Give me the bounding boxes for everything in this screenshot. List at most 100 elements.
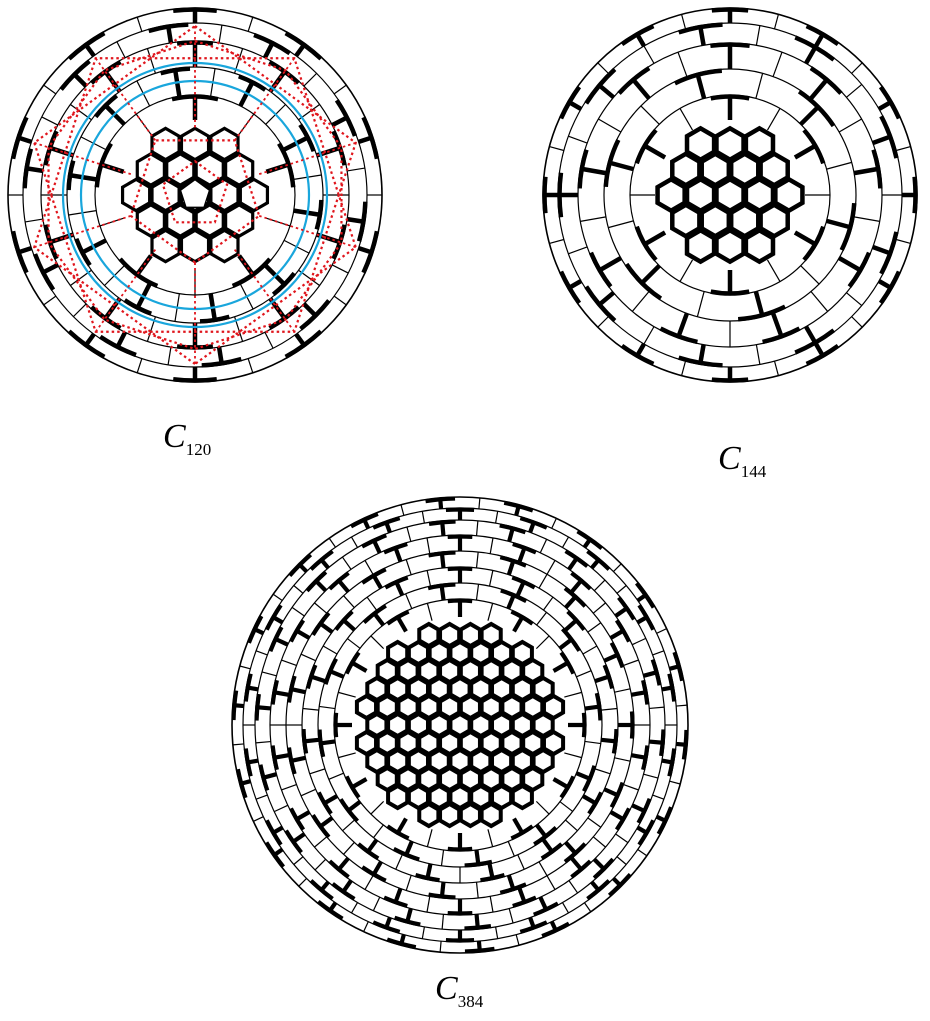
brick-divider [137,359,142,373]
brick-divider [476,584,478,600]
brick-edge [619,68,649,93]
figure-c120 [0,0,390,390]
brick-divider [338,753,355,758]
brick-divider [641,266,659,284]
brick-edge [639,820,653,844]
brick-edge [561,87,579,118]
brick-divider [168,347,171,365]
brick-divider [811,79,828,99]
brick-divider [117,42,125,58]
brick-edge [622,346,653,364]
brick-divider [334,296,346,305]
brick-divider [598,258,621,271]
brick-edge [566,551,588,566]
brick-divider [564,753,581,758]
brick-divider [310,769,325,774]
caption-symbol: C [435,970,458,1007]
brick-divider [598,317,609,328]
brick-edge [711,96,749,98]
brick-divider [638,849,647,855]
pentagon-cell [211,230,238,261]
pentagon-cell [196,205,223,236]
brick-edge [711,292,749,294]
brick-divider [303,708,319,710]
brick-edge [561,652,573,673]
brick-divider [839,119,862,132]
brick-divider [617,857,626,865]
brick-divider [549,147,563,151]
brick-divider [846,84,861,97]
brick-edge [429,895,456,898]
brick-edge [429,553,456,556]
brick-divider [256,651,267,655]
core-lattice [658,128,803,261]
brick-divider [768,260,781,282]
brick-divider [440,941,441,952]
brick-divider [615,758,631,761]
pentagon-cell [152,128,179,159]
brick-edge [795,37,834,59]
brick-divider [682,14,686,28]
brick-edge [584,713,585,737]
brick-edge [234,691,237,721]
core-lattice [357,624,563,826]
brick-divider [547,876,555,890]
brick-divider [427,603,432,620]
brick-edge [358,844,378,858]
brick-divider [442,914,443,929]
brick-divider [371,801,384,814]
brick-divider [594,580,605,591]
brick-divider [367,597,376,610]
pentagon-cell [181,128,208,159]
brick-divider [585,741,601,743]
brick-divider [854,217,880,222]
brick-divider [543,597,552,610]
brick-edge [804,130,823,163]
brick-divider [240,666,251,669]
brick-divider [441,850,443,866]
brick-edge [313,815,329,837]
brick-edge [639,605,653,629]
brick-divider [406,560,411,575]
brick-edge [643,746,647,770]
brick-divider [576,671,591,677]
brick-divider [680,260,693,282]
brick-edge [637,227,656,260]
brick-edge [589,792,601,813]
brick-divider [248,359,253,373]
hexagon-cell [544,732,563,754]
brick-divider [490,570,493,586]
brick-divider [427,829,432,846]
brick-divider [598,119,621,132]
brick-edge [544,177,545,213]
brick-divider [657,629,667,634]
brick-divider [795,233,817,246]
pentagon-cell [196,154,223,185]
brick-divider [682,361,686,375]
caption-subscript: 384 [458,992,484,1011]
brick-divider [343,820,355,831]
brick-divider [352,903,358,913]
brick-edge [637,130,656,163]
brick-divider [338,692,355,697]
brick-divider [560,802,573,812]
pentagon-cell [240,179,267,210]
brick-divider [496,511,498,523]
brick-edge [578,531,602,548]
brick-edge [336,713,337,737]
brick-edge [561,776,573,797]
brick-edge [267,820,281,844]
brick-divider [314,837,326,847]
brick-divider [568,247,587,254]
brick-divider [801,106,819,124]
brick-divider [294,586,303,594]
brick-edge [173,10,217,11]
brick-edge [617,620,629,641]
brick-edge [267,605,281,629]
brick-divider [653,795,664,799]
brick-edge [273,680,277,704]
brick-divider [233,744,244,745]
brick-edge [291,808,303,829]
brick-divider [649,707,664,708]
brick-edge [561,272,579,303]
